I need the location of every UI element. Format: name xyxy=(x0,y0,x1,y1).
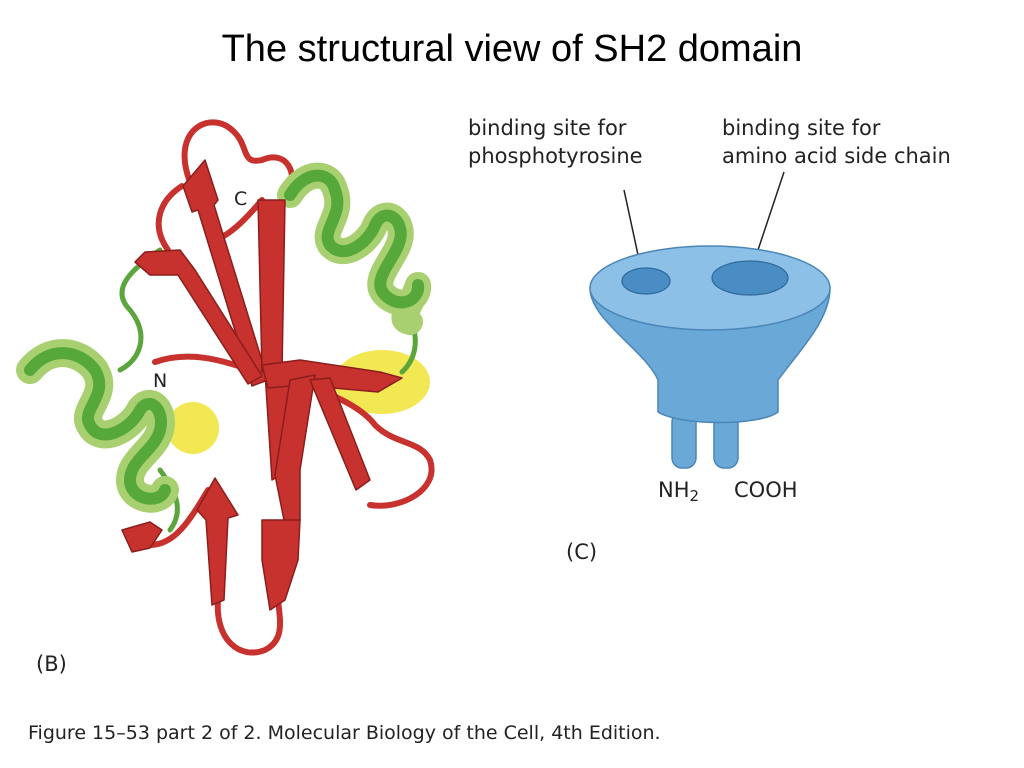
strand-9 xyxy=(309,377,371,491)
beta-strands xyxy=(121,159,403,611)
figure-caption: Figure 15–53 part 2 of 2. Molecular Biol… xyxy=(28,722,661,744)
cooh-label: COOH xyxy=(734,478,798,502)
nh2-subscript: 2 xyxy=(689,487,700,505)
strand-3 xyxy=(134,249,263,385)
nh2-text: NH xyxy=(658,478,690,502)
nh2-label: NH2 xyxy=(658,478,699,505)
panel-c-label: (C) xyxy=(566,540,598,564)
helix-top-right xyxy=(277,162,431,335)
phosphotyrosine-site-line-1: binding site for xyxy=(468,116,627,140)
strand-7 xyxy=(196,477,239,606)
phosphotyrosine-site-line-2: phosphotyrosine xyxy=(468,144,643,168)
panel-b-label: (B) xyxy=(36,652,67,676)
ligand-blob-left xyxy=(167,402,219,454)
side-chain-site-line-1: binding site for xyxy=(722,116,881,140)
c-terminus-label: C xyxy=(234,188,248,210)
domain-schematic xyxy=(589,171,831,469)
side-chain-site-line-2: amino acid side chain xyxy=(722,144,951,168)
pocket-phosphotyrosine xyxy=(621,267,671,295)
page-title: The structural view of SH2 domain xyxy=(221,28,803,70)
phosphotyrosine-site-label: binding site for phosphotyrosine xyxy=(468,114,643,170)
n-terminus-label: N xyxy=(153,370,168,392)
helix-left xyxy=(16,339,179,513)
pocket-side-chain xyxy=(711,260,789,296)
strand-6 xyxy=(261,519,301,611)
side-chain-site-label: binding site for amino acid side chain xyxy=(722,114,951,170)
ribbon-structure xyxy=(16,119,435,656)
strand-8 xyxy=(121,521,163,553)
